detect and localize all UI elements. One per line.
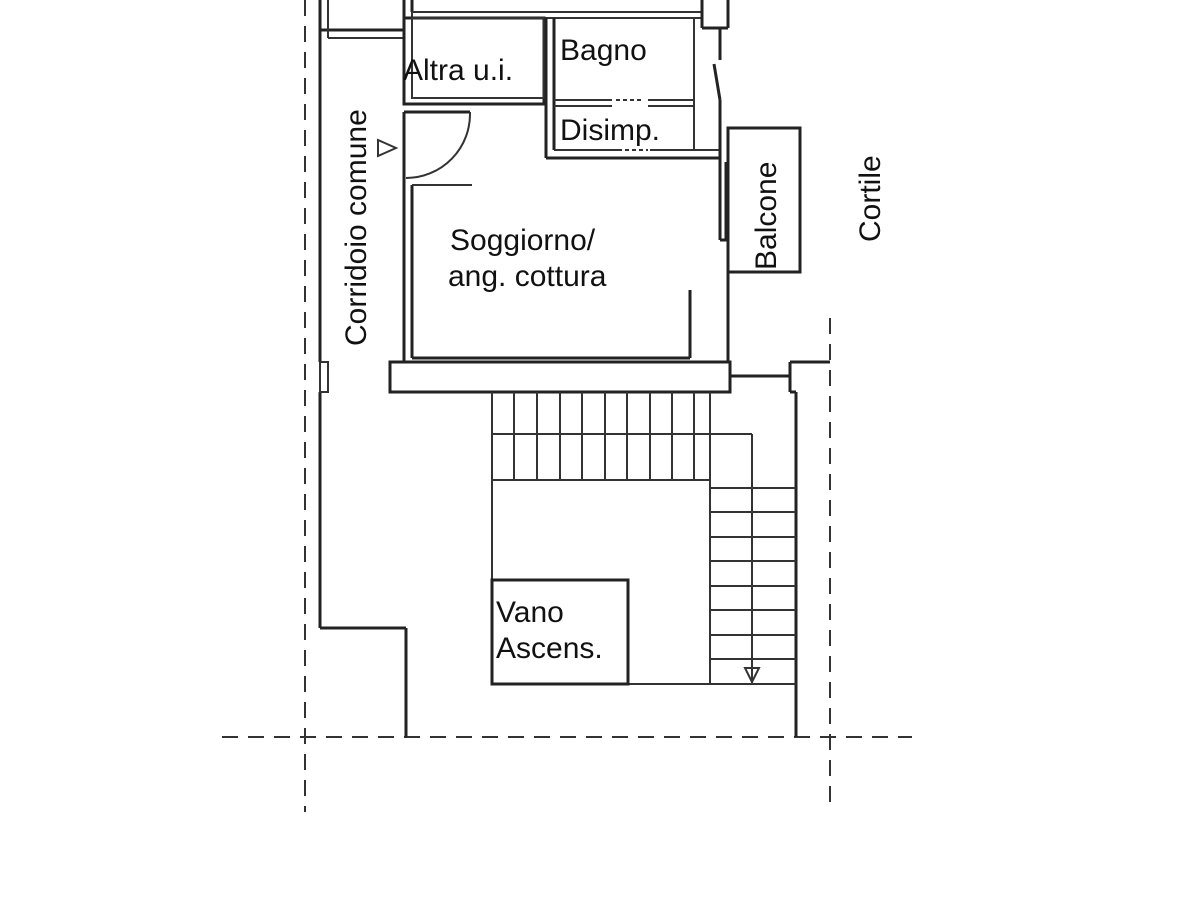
landing-walls: [388, 360, 830, 737]
soggiorno-label-line1: Soggiorno/: [450, 224, 596, 257]
soggiorno-walls: [402, 158, 730, 362]
balcone-label: Balcone: [750, 162, 783, 270]
altra-ui-walls: [402, 16, 546, 106]
bagno-label: Bagno: [560, 34, 647, 67]
vano-label-line1: Vano: [496, 596, 564, 629]
bagno-walls: [544, 18, 722, 160]
entry-arrow-icon: [377, 138, 399, 158]
altra-ui-label: Altra u.i.: [403, 54, 513, 87]
entrance-door: [402, 110, 472, 179]
vano-label-line2: Ascens.: [496, 632, 603, 665]
elevator-shaft-walls: [490, 578, 630, 686]
corridoio-label: Corridoio comune: [340, 109, 373, 346]
disimpegno-label: Disimp.: [560, 114, 660, 147]
balcone-walls: [726, 126, 802, 274]
soggiorno-label-line2: ang. cottura: [448, 260, 607, 293]
cortile-label: Cortile: [854, 155, 887, 242]
upper-walls: [402, 0, 730, 30]
stair-direction-arrow-icon: [743, 667, 761, 685]
corridor-walls: [318, 0, 408, 737]
